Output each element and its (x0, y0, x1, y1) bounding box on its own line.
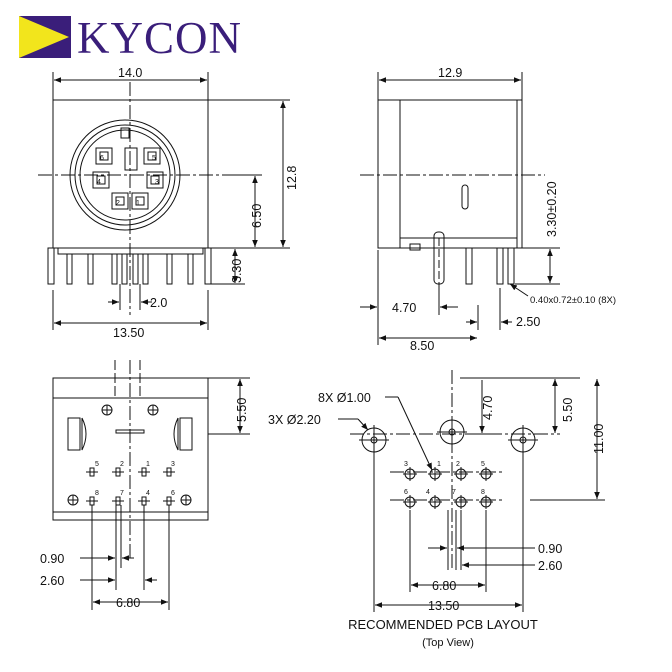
pin-label: 3 (155, 179, 159, 186)
pin-label: 1 (146, 461, 150, 468)
pcb-large-holes (359, 417, 538, 455)
front-view (38, 72, 290, 330)
label-pin-span: 8.50 (410, 339, 434, 353)
bottom-pin-grid (86, 467, 175, 506)
label-h4: 13.50 (428, 599, 459, 613)
label-pin-size: 0.40x0.72±0.10 (8X) (530, 295, 616, 306)
label-v2: 5.50 (561, 398, 575, 422)
kycon-logo: KYCON (19, 10, 259, 63)
side-view (360, 72, 560, 345)
label-v1: 4.70 (481, 396, 495, 420)
label-v3: 11.00 (592, 424, 606, 454)
pcb-labels: 8X Ø1.00 3X Ø2.20 4.70 5.50 11.00 0.90 2… (268, 391, 606, 649)
label-bottom-height: 5.50 (235, 398, 249, 422)
pcb-subtitle: (Top View) (422, 637, 474, 649)
pin-label: 4 (426, 489, 430, 496)
pin-label: 2 (120, 461, 124, 468)
pin-label: 5 (481, 461, 485, 468)
label-bottom-width: 13.50 (113, 326, 144, 340)
label-wide-span: 6.80 (116, 596, 140, 610)
label-h1: 0.90 (538, 542, 562, 556)
label-h3: 6.80 (432, 579, 456, 593)
pcb-layout (338, 370, 605, 612)
pin-label: 6 (404, 489, 408, 496)
label-width: 14.0 (118, 66, 142, 80)
front-legs (47, 247, 212, 285)
pin-label: 7 (452, 489, 456, 496)
bottom-labels: 5.50 0.90 2.60 6.80 5 2 1 3 8 7 4 6 (40, 398, 249, 610)
label-hole-small: 8X Ø1.00 (318, 391, 371, 405)
front-labels: 14.0 13.50 2.0 12.8 6.50 3.30 6 5 4 3 2 … (97, 66, 299, 340)
pin-label: 3 (404, 461, 408, 468)
pin-label: 2 (456, 461, 460, 468)
logo-triangle-icon (19, 16, 71, 58)
label-hole-large: 3X Ø2.20 (268, 413, 321, 427)
label-pin-height: 3.30±0.20 (545, 181, 559, 237)
label-small-pitch: 0.90 (40, 552, 64, 566)
label-mid-span: 2.60 (40, 574, 64, 588)
pin-label: 2 (116, 200, 120, 207)
side-labels: 12.9 3.30±0.20 4.70 2.50 8.50 0.40x0.72±… (392, 66, 616, 353)
pin-label: 8 (95, 490, 99, 497)
label-offset: 4.70 (392, 301, 416, 315)
pin-label: 3 (171, 461, 175, 468)
pin-label: 1 (136, 200, 140, 207)
pin-label: 6 (100, 155, 104, 162)
label-pin-length: 3.30 (230, 259, 244, 283)
socket-key (124, 147, 138, 171)
pin-label: 8 (481, 489, 485, 496)
label-h2: 2.60 (538, 559, 562, 573)
label-height: 12.8 (285, 166, 299, 190)
pin-label: 7 (120, 490, 124, 497)
socket-pins (92, 147, 164, 210)
pin-label: 5 (95, 461, 99, 468)
pin-label: 1 (437, 461, 441, 468)
pin-label: 4 (97, 179, 101, 186)
label-center-height: 6.50 (250, 204, 264, 228)
pin-label: 5 (152, 155, 156, 162)
label-depth: 12.9 (438, 66, 462, 80)
pcb-small-holes (403, 467, 493, 509)
side-housing (377, 99, 523, 249)
bottom-view (52, 360, 250, 610)
label-pin-spacing: 2.0 (150, 296, 167, 310)
label-pin-pitch: 2.50 (516, 315, 540, 329)
pin-label: 6 (171, 490, 175, 497)
pcb-title: RECOMMENDED PCB LAYOUT (348, 617, 538, 632)
brand-name: KYCON (77, 13, 243, 63)
pin-label: 4 (146, 490, 150, 497)
